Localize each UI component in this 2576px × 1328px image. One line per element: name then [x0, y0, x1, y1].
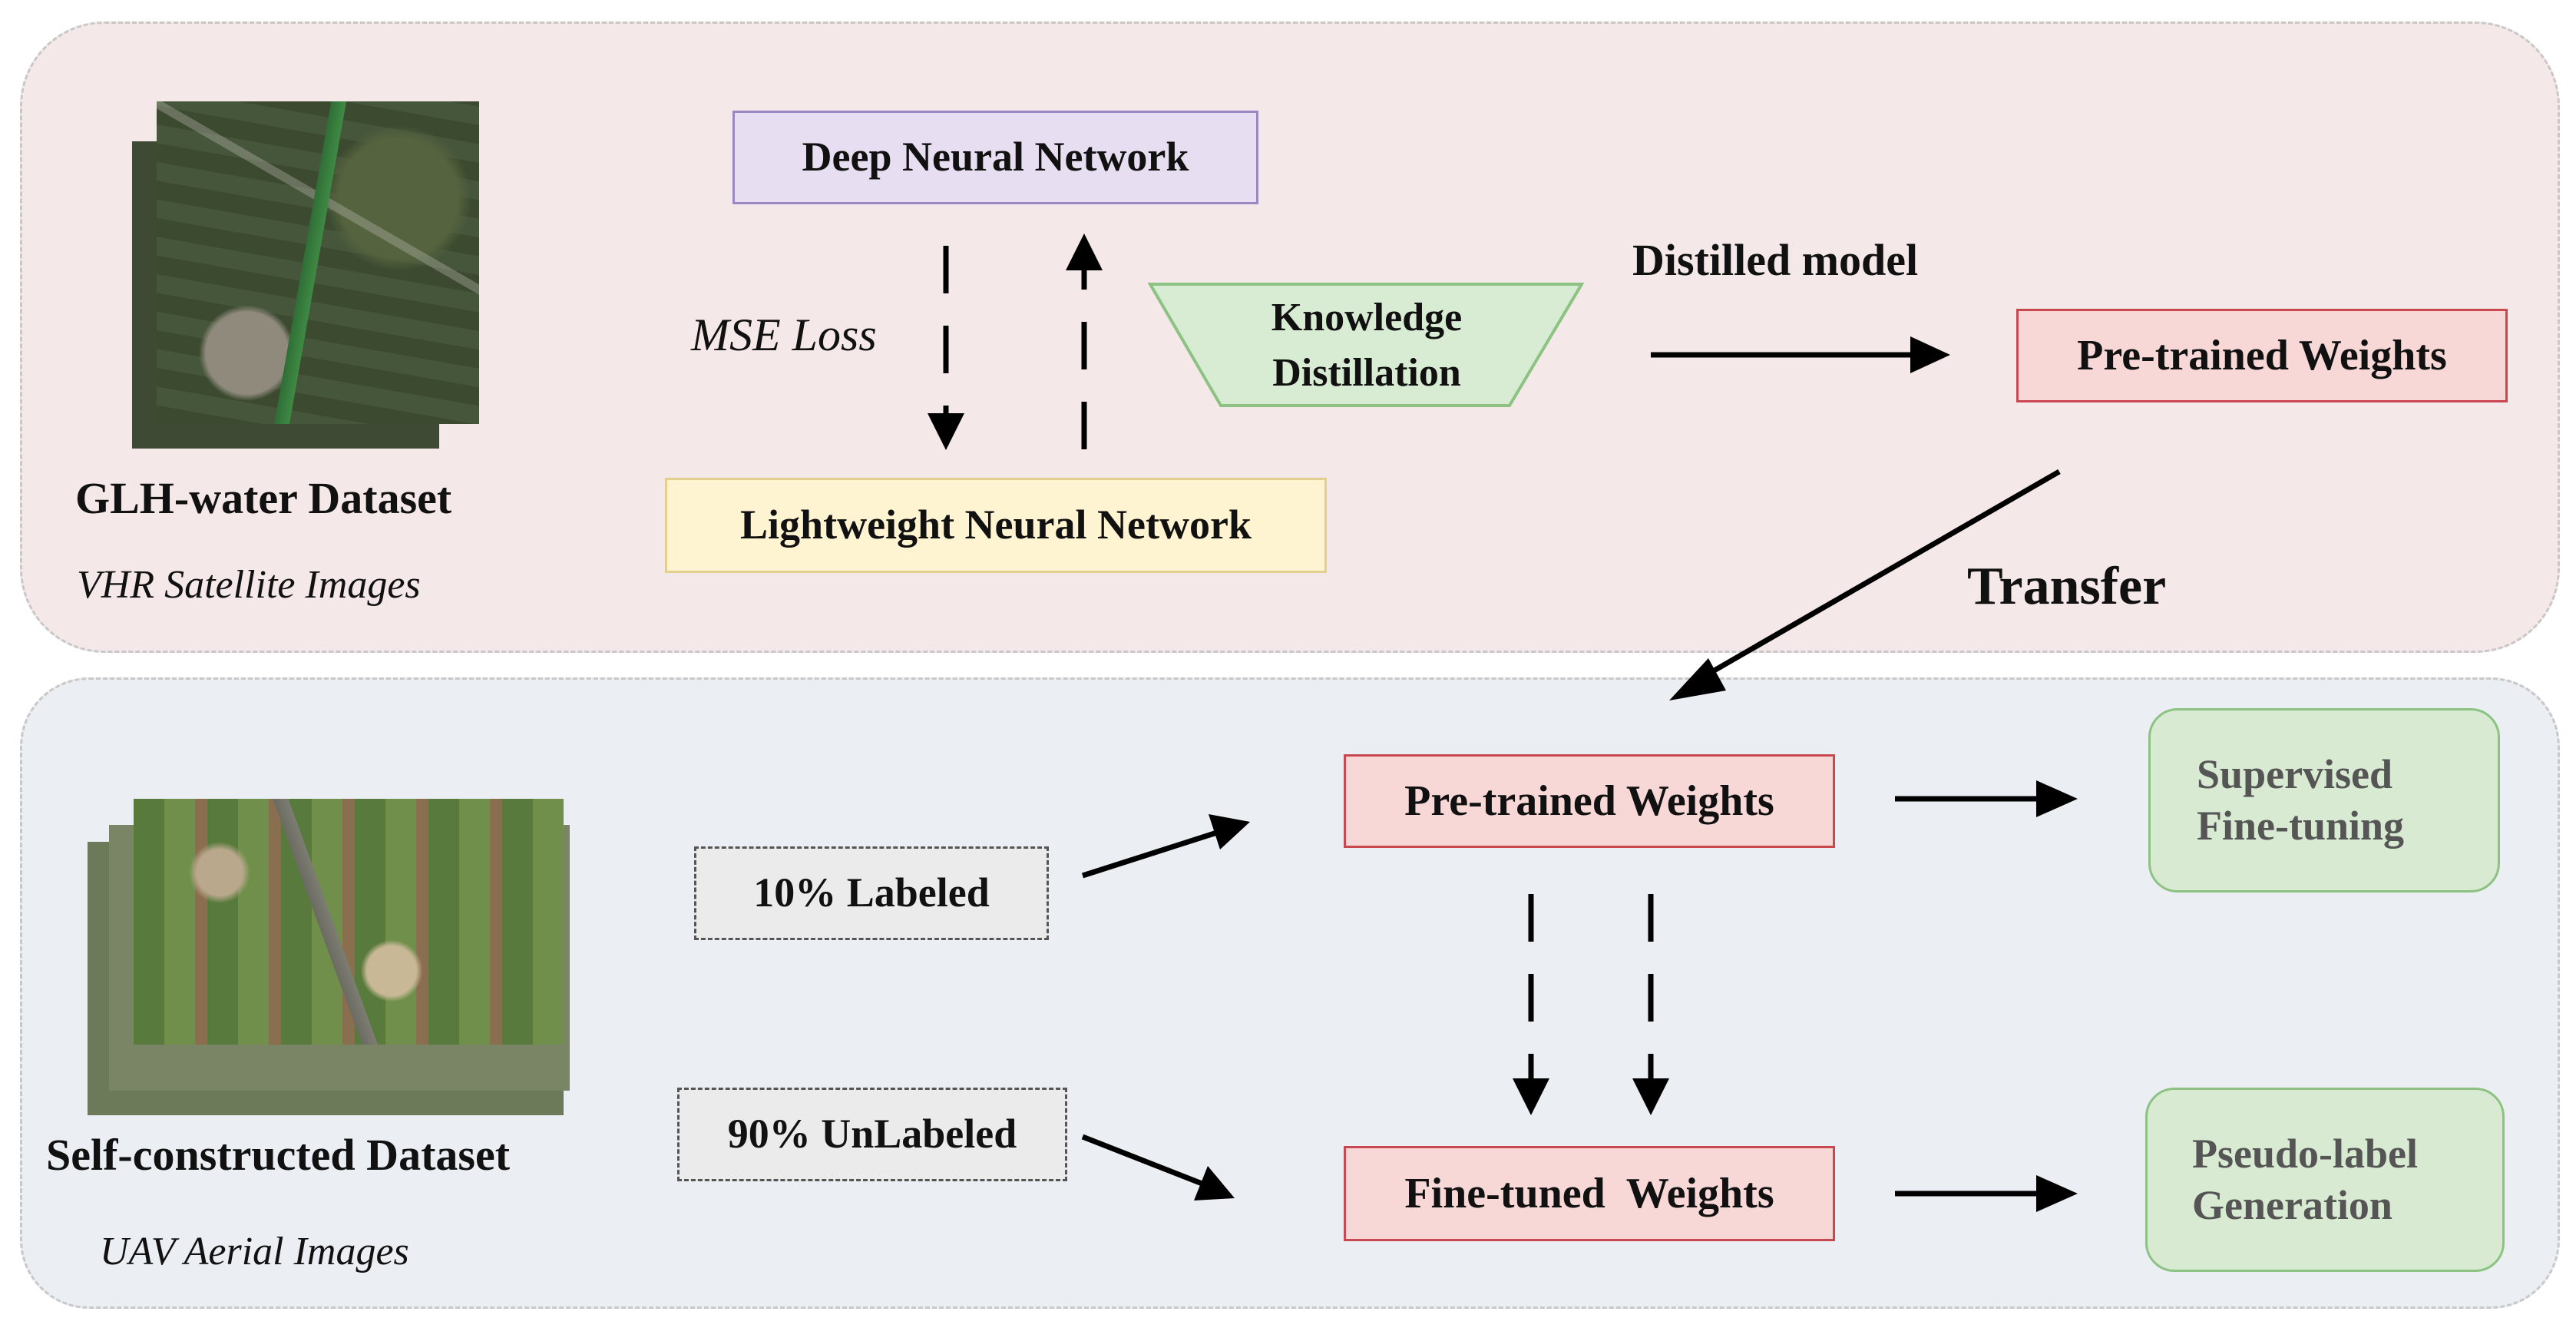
- pseudo-label-generation-box: Pseudo-label Generation: [2145, 1088, 2505, 1272]
- mse-up-arrowhead: [1066, 233, 1103, 270]
- knowledge-distillation-shape: [1147, 283, 1585, 407]
- finetuned-weights-box: Fine-tuned Weights: [1344, 1146, 1835, 1241]
- self-constructed-dataset-title: Self-constructed Dataset: [46, 1130, 511, 1180]
- pretrained-to-finetuned-arrowhead-left: [1513, 1078, 1549, 1115]
- labeled-arrowhead: [1209, 814, 1250, 849]
- distilled-arrowhead: [1910, 336, 1950, 373]
- pretrained-to-finetuned-arrowhead-right: [1632, 1078, 1669, 1115]
- unlabeled-arrowhead: [1194, 1166, 1235, 1200]
- to-pseudo-arrowhead: [2036, 1175, 2078, 1212]
- glh-dataset-title: GLH-water Dataset: [75, 473, 452, 523]
- pretrained-weights-bottom-box: Pre-trained Weights: [1344, 754, 1835, 848]
- supervised-line1: Supervised: [2197, 750, 2393, 797]
- mse-loss-label: MSE Loss: [691, 310, 877, 360]
- vhr-subtitle: VHR Satellite Images: [77, 563, 421, 607]
- transfer-arrowhead: [1669, 658, 1726, 700]
- transfer-label: Transfer: [1967, 557, 2167, 616]
- labeled-arrow: [1081, 829, 1221, 879]
- kd-text-line1: Knowledge: [1271, 296, 1463, 339]
- mse-down-arrowhead: [928, 413, 964, 450]
- uav-image-front: [134, 799, 564, 1045]
- pretrained-weights-top-box: Pre-trained Weights: [2016, 309, 2508, 402]
- satellite-image-front: [157, 101, 479, 424]
- pseudo-line1: Pseudo-label: [2192, 1130, 2419, 1177]
- pseudo-line2: Generation: [2192, 1182, 2392, 1228]
- transfer-arrow: [1695, 469, 2061, 684]
- uav-subtitle: UAV Aerial Images: [100, 1230, 409, 1273]
- supervised-finetuning-box: Supervised Fine-tuning: [2148, 708, 2500, 893]
- supervised-line2: Fine-tuning: [2197, 803, 2405, 849]
- unlabeled-arrow: [1081, 1134, 1205, 1187]
- distilled-model-label: Distilled model: [1632, 235, 1919, 285]
- deep-neural-network-box: Deep Neural Network: [732, 111, 1258, 204]
- lightweight-neural-network-box: Lightweight Neural Network: [665, 478, 1327, 573]
- to-supervised-arrowhead: [2036, 780, 2078, 817]
- kd-text-line2: Distillation: [1272, 351, 1461, 395]
- unlabeled-90-box: 90% UnLabeled: [677, 1088, 1067, 1181]
- labeled-10-box: 10% Labeled: [694, 846, 1049, 940]
